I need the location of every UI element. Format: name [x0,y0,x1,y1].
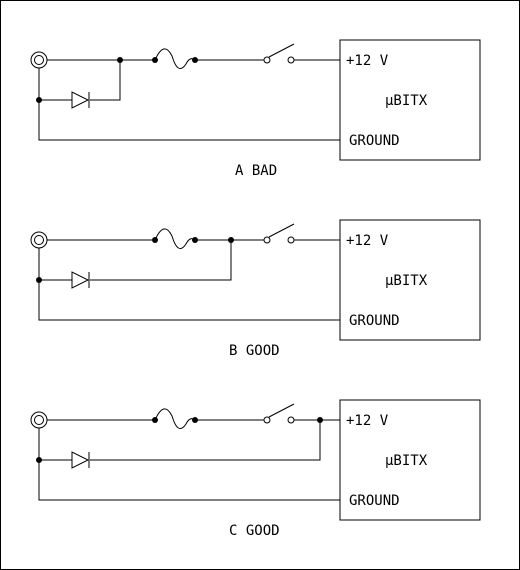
terminal-ground-label: GROUND [349,133,400,149]
ubitx-box [339,219,481,341]
terminal-ground-label: GROUND [349,313,400,329]
ubitx-box [339,39,481,161]
diode-branch-wire [39,60,121,101]
fuse-icon [152,408,198,429]
terminal-positive-label: +12 V [346,53,389,69]
diode-icon [71,91,90,109]
panel-caption: A BAD [235,163,277,179]
terminal-positive-label: +12 V [346,233,389,249]
diode-branch-wire [39,240,232,281]
switch-icon [263,223,295,244]
dc-jack-icon [30,51,48,69]
diode-icon [71,271,90,289]
ubitx-box [339,399,481,521]
fuse-icon [152,48,198,69]
device-name-label: µBITX [385,273,428,289]
terminal-ground-label: GROUND [349,493,400,509]
fuse-icon [152,228,198,249]
diode-branch-wire [39,420,321,461]
panel-b: +12 V µBITX GROUND B GOOD [30,219,481,359]
diode-icon [71,451,90,469]
ground-wire [38,68,340,141]
device-name-label: µBITX [385,93,428,109]
device-name-label: µBITX [385,453,428,469]
dc-jack-icon [30,411,48,429]
terminal-positive-label: +12 V [346,413,389,429]
panel-caption: B GOOD [229,343,280,359]
switch-icon [263,403,295,424]
panel-caption: C GOOD [229,523,280,539]
panel-a: +12 V µBITX GROUND A BAD [30,39,481,179]
ground-wire [38,428,340,501]
switch-icon [263,43,295,64]
dc-jack-icon [30,231,48,249]
ground-wire [38,248,340,321]
panel-c: +12 V µBITX GROUND C GOOD [30,399,481,539]
